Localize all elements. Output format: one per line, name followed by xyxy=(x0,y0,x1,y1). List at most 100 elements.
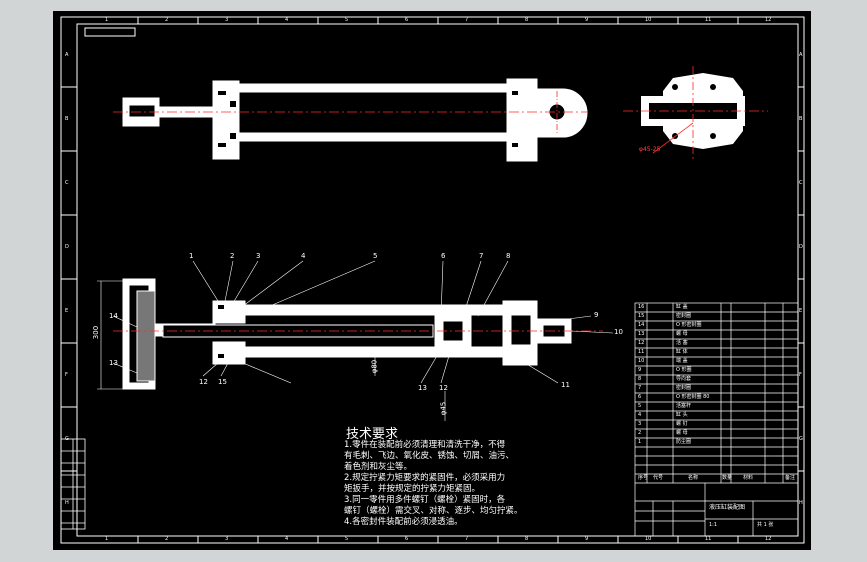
tech-note-line: 螺钉（螺栓）需交叉、对称、逐步、均匀拧紧。 xyxy=(344,506,523,516)
bom-no: 11 xyxy=(638,349,645,355)
zone-letter-label: G xyxy=(65,436,69,442)
bore-dimension: φ80 xyxy=(370,359,379,374)
drawing-sheet: 共 1 张 xyxy=(757,522,774,528)
bom-table xyxy=(634,302,799,537)
stroke-dimension: 300 xyxy=(92,325,101,340)
bom-name: O 形圈 xyxy=(676,367,692,373)
drawing-number-box xyxy=(84,27,136,37)
part-callout: 2 xyxy=(230,252,235,260)
bom-no: 6 xyxy=(638,394,642,400)
zone-letter-label: F xyxy=(799,372,802,378)
zone-number-label: 1 xyxy=(105,17,109,23)
zone-letter-label: B xyxy=(65,116,69,122)
zone-number-label: 4 xyxy=(285,536,289,542)
bom-name: O 形密封圈 80 xyxy=(676,394,710,400)
tech-note-line: 1.零件在装配前必须清理和清洗干净，不得 xyxy=(344,440,506,450)
zone-number-label: 10 xyxy=(645,536,652,542)
bom-name: 缸 头 xyxy=(676,412,688,418)
tech-note-line: 有毛刺、飞边、氧化皮、锈蚀、切屑、油污、 xyxy=(344,451,515,461)
bom-no: 15 xyxy=(638,313,645,319)
leader-lines xyxy=(97,260,614,421)
zone-number-label: 12 xyxy=(765,536,772,542)
bom-no: 8 xyxy=(638,376,642,382)
zone-number-label: 2 xyxy=(165,536,169,542)
bom-no: 5 xyxy=(638,403,642,409)
bom-no: 3 xyxy=(638,421,642,427)
part-callout: 10 xyxy=(614,328,623,336)
part-callout: 4 xyxy=(301,252,306,260)
zone-letter-label: C xyxy=(65,180,69,186)
bom-header: 数量 xyxy=(722,475,733,481)
bom-no: 12 xyxy=(638,340,645,346)
zone-number-label: 5 xyxy=(345,536,349,542)
bom-no: 7 xyxy=(638,385,642,391)
zone-letter-label: D xyxy=(799,244,803,250)
part-callout: 1 xyxy=(189,252,194,260)
tech-note-line: 2.规定拧紧力矩要求的紧固件，必须采用力 xyxy=(344,473,506,483)
zone-number-label: 6 xyxy=(405,536,409,542)
part-callout: 8 xyxy=(506,252,511,260)
zone-letter-label: G xyxy=(799,436,803,442)
zone-number-label: 12 xyxy=(765,17,772,23)
bom-header: 材料 xyxy=(743,475,754,481)
zone-number-label: 10 xyxy=(645,17,652,23)
part-callout: 6 xyxy=(441,252,446,260)
zone-letter-label: F xyxy=(65,372,68,378)
bom-name: 螺 母 xyxy=(676,331,688,337)
zone-number-label: 7 xyxy=(465,17,469,23)
zone-number-label: 6 xyxy=(405,17,409,23)
rod-dimension: φ45 xyxy=(439,401,448,416)
tech-note-line: 着色剂和灰尘等。 xyxy=(344,462,413,472)
zone-number-label: 1 xyxy=(105,536,109,542)
part-callout: 11 xyxy=(561,381,570,389)
bom-name: 缸 盖 xyxy=(676,304,688,310)
zone-number-label: 9 xyxy=(585,536,589,542)
part-callout: 3 xyxy=(256,252,261,260)
tech-note-line: 3.同一零件用多件螺钉（螺栓）紧固时，各 xyxy=(344,495,506,505)
bom-no: 13 xyxy=(638,331,645,337)
bom-name: O 形密封圈 xyxy=(676,322,702,328)
bom-name: 导向套 xyxy=(676,376,692,382)
part-callout: 7 xyxy=(479,252,484,260)
tech-note-line: 4.各密封件装配前必须浸透油。 xyxy=(344,517,463,527)
bom-header: 序号 xyxy=(638,475,649,481)
zone-letter-label: E xyxy=(65,308,69,314)
zone-ticks xyxy=(61,17,804,543)
bom-name: 螺 钉 xyxy=(676,421,688,427)
top-view-cylinder xyxy=(122,78,588,162)
part-callout: 12 xyxy=(199,378,208,386)
zone-number-label: 3 xyxy=(225,17,229,23)
bom-name: 密封圈 xyxy=(676,385,692,391)
outer-border xyxy=(60,16,805,544)
bom-no: 14 xyxy=(638,322,645,328)
part-callout: 13 xyxy=(418,384,427,392)
bom-no: 4 xyxy=(638,412,642,418)
cad-viewport[interactable]: 技术要求 1.零件在装配前必须清理和清洗干净，不得 有毛刺、飞边、氧化皮、锈蚀、… xyxy=(53,11,811,550)
zone-number-label: 11 xyxy=(705,17,712,23)
zone-letter-label: H xyxy=(799,500,803,506)
zone-letter-label: H xyxy=(65,500,69,506)
bom-name: 端 盖 xyxy=(676,358,688,364)
zone-number-label: 4 xyxy=(285,17,289,23)
zone-letter-label: A xyxy=(65,52,69,58)
assembly-drawing xyxy=(60,16,805,544)
bom-header: 名称 xyxy=(688,475,699,481)
part-callout: 14 xyxy=(109,312,118,320)
bom-header: 代号 xyxy=(653,475,664,481)
part-callout: 12 xyxy=(439,384,448,392)
bom-no: 10 xyxy=(638,358,645,364)
bom-name: 密封圈 xyxy=(676,313,692,319)
zone-letter-label: C xyxy=(799,180,803,186)
zone-number-label: 8 xyxy=(525,17,529,23)
bom-no: 16 xyxy=(638,304,645,310)
drawing-title: 液压缸装配图 xyxy=(709,504,746,511)
zone-letter-label: A xyxy=(799,52,803,58)
section-note: φ45-25 xyxy=(639,146,661,153)
drawing-scale: 1:1 xyxy=(709,522,718,528)
part-callout: 15 xyxy=(218,378,227,386)
zone-letter-label: B xyxy=(799,116,803,122)
zone-number-label: 3 xyxy=(225,536,229,542)
bom-name: 活塞杆 xyxy=(676,403,692,409)
bom-name: 活 塞 xyxy=(676,340,688,346)
bom-name: 防尘圈 xyxy=(676,439,692,445)
